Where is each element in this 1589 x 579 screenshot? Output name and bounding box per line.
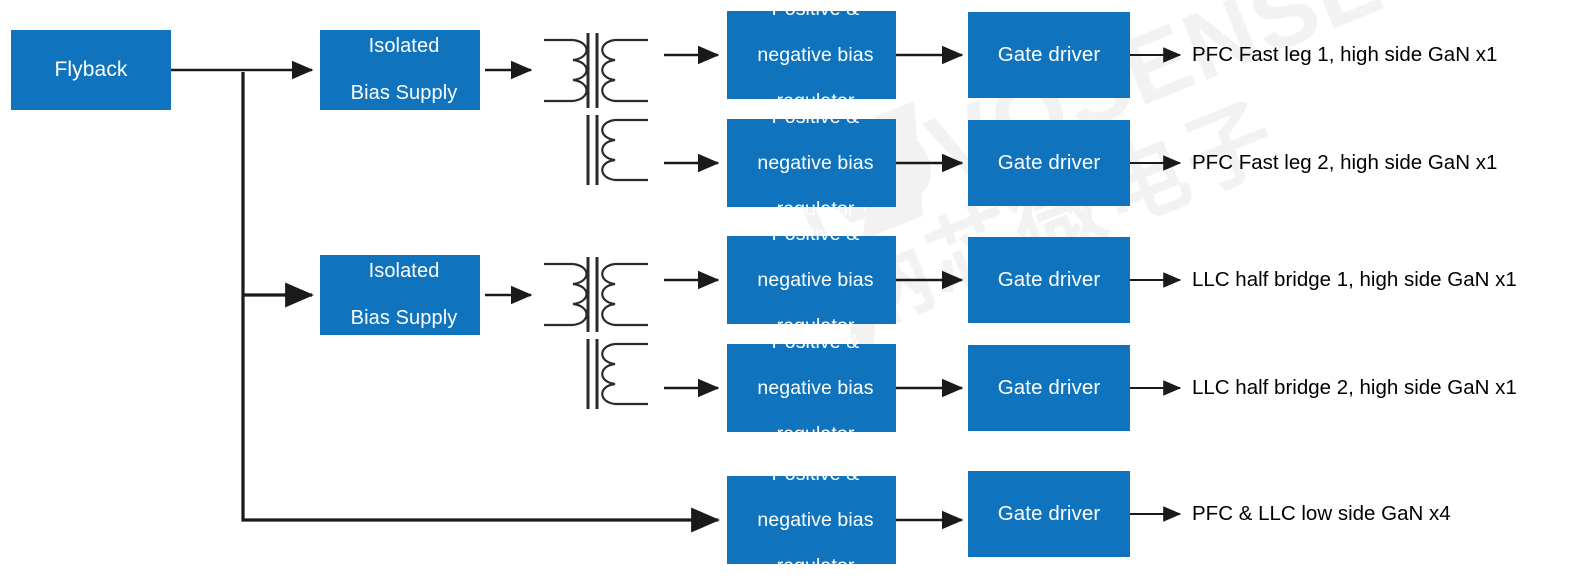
block-gate-driver-2-label: Gate driver: [997, 150, 1101, 174]
supply1-line1: Isolated: [368, 34, 440, 57]
block-flyback[interactable]: Flyback: [11, 30, 171, 110]
regulator-2-line2: negative bias: [757, 151, 874, 174]
block-gate-driver-1-label: Gate driver: [997, 42, 1101, 66]
regulator-3-line3: regulator: [776, 314, 855, 337]
regulator-5-line3: regulator: [776, 554, 855, 577]
output-label-1: PFC Fast leg 1, high side GaN x1: [1192, 43, 1498, 66]
output-label-2: PFC Fast leg 2, high side GaN x1: [1192, 151, 1498, 174]
regulator-4-line3: regulator: [776, 422, 855, 445]
block-isolated-bias-supply-2-label: Isolated Bias Supply: [320, 260, 480, 331]
regulator-1-line2: negative bias: [757, 43, 874, 66]
block-isolated-bias-supply-1[interactable]: Isolated Bias Supply: [320, 30, 480, 110]
regulator-2-line1: Positive &: [771, 105, 860, 128]
regulator-2-line3: regulator: [776, 197, 855, 220]
block-gate-driver-3[interactable]: Gate driver: [968, 237, 1130, 323]
block-flyback-label: Flyback: [54, 57, 128, 81]
transformer-2: [544, 257, 648, 409]
block-gate-driver-4-label: Gate driver: [997, 375, 1101, 399]
block-regulator-2[interactable]: Positive & negative bias regulator: [727, 106, 896, 220]
block-regulator-2-label: Positive & negative bias regulator: [727, 106, 896, 221]
regulator-3-line1: Positive &: [771, 222, 860, 245]
regulator-3-line2: negative bias: [757, 268, 874, 291]
block-gate-driver-3-label: Gate driver: [997, 267, 1101, 291]
regulator-5-line2: negative bias: [757, 508, 874, 531]
block-regulator-1[interactable]: Positive & negative bias regulator: [727, 0, 896, 112]
block-gate-driver-2[interactable]: Gate driver: [968, 120, 1130, 206]
output-label-3: LLC half bridge 1, high side GaN x1: [1192, 268, 1517, 291]
block-gate-driver-5[interactable]: Gate driver: [968, 471, 1130, 557]
block-regulator-4[interactable]: Positive & negative bias regulator: [727, 331, 896, 445]
output-label-5: PFC & LLC low side GaN x4: [1192, 502, 1451, 525]
block-isolated-bias-supply-2[interactable]: Isolated Bias Supply: [320, 255, 480, 335]
block-regulator-3[interactable]: Positive & negative bias regulator: [727, 223, 896, 337]
block-regulator-5-label: Positive & negative bias regulator: [727, 463, 896, 578]
block-regulator-3-label: Positive & negative bias regulator: [727, 223, 896, 338]
regulator-4-line1: Positive &: [771, 330, 860, 353]
block-isolated-bias-supply-1-label: Isolated Bias Supply: [320, 35, 480, 106]
output-label-4: LLC half bridge 2, high side GaN x1: [1192, 376, 1517, 399]
regulator-1-line3: regulator: [776, 89, 855, 112]
regulator-4-line2: negative bias: [757, 376, 874, 399]
block-gate-driver-5-label: Gate driver: [997, 501, 1101, 525]
transformer-1: [544, 33, 648, 185]
supply2-line1: Isolated: [368, 259, 440, 282]
block-gate-driver-4[interactable]: Gate driver: [968, 345, 1130, 431]
block-gate-driver-1[interactable]: Gate driver: [968, 12, 1130, 98]
regulator-1-line1: Positive &: [771, 0, 860, 20]
regulator-5-line1: Positive &: [771, 462, 860, 485]
block-regulator-4-label: Positive & negative bias regulator: [727, 331, 896, 446]
block-regulator-1-label: Positive & negative bias regulator: [727, 0, 896, 113]
supply2-line2: Bias Supply: [350, 306, 458, 329]
block-regulator-5[interactable]: Positive & negative bias regulator: [727, 463, 896, 577]
supply1-line2: Bias Supply: [350, 81, 458, 104]
